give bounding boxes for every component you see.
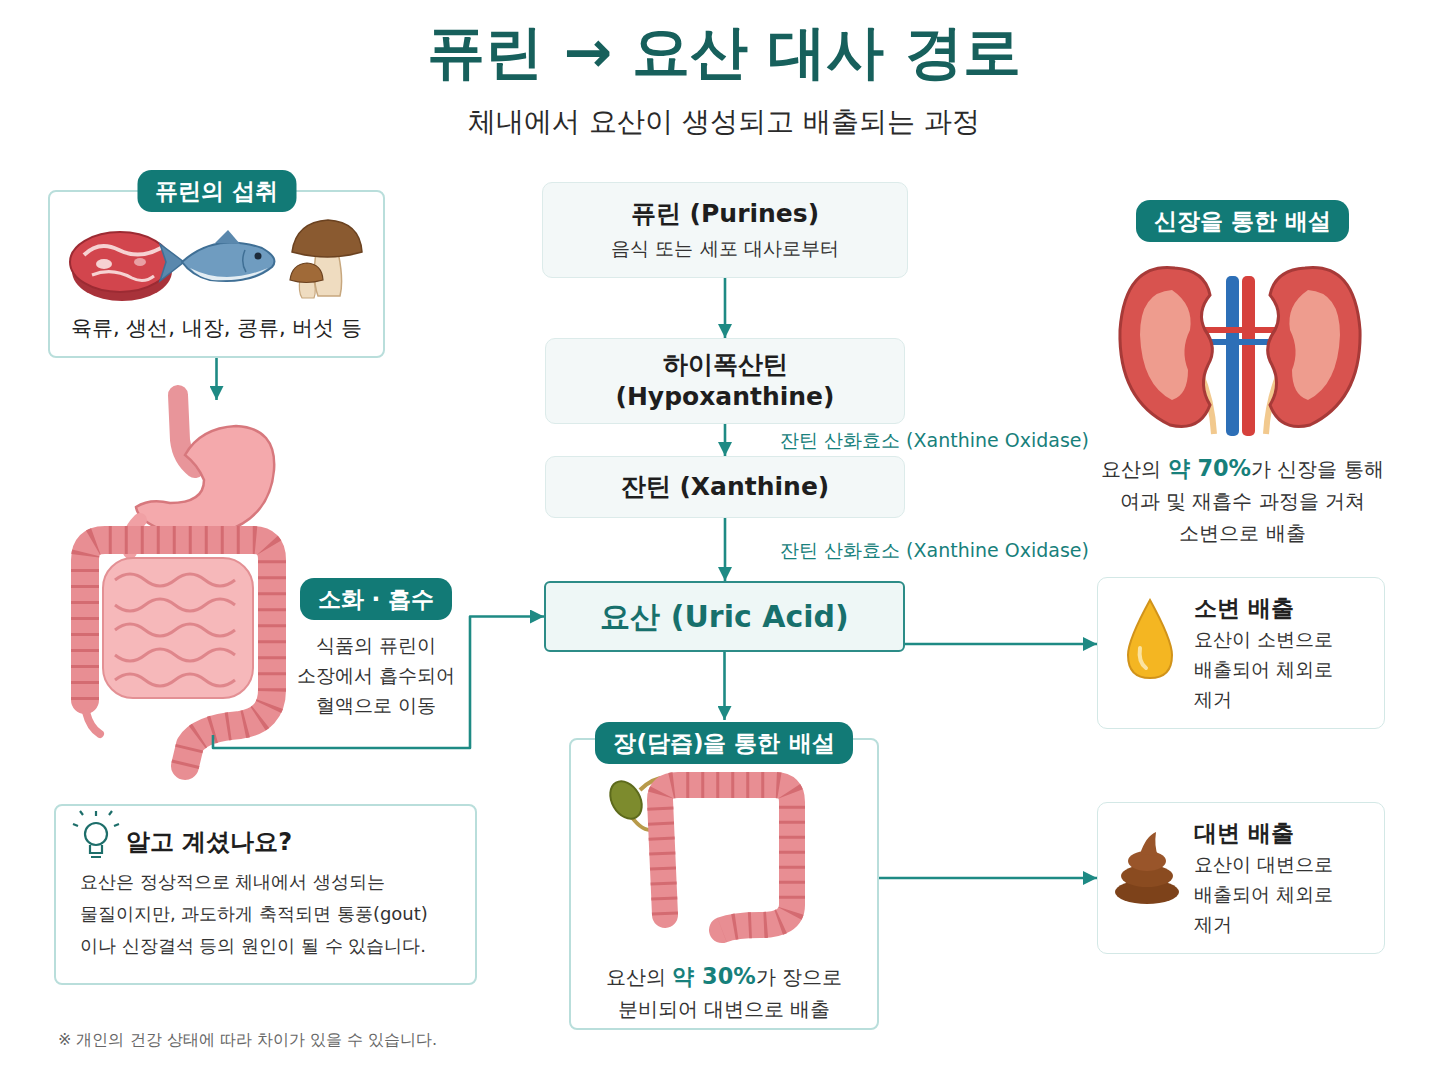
node-text: 식품의 퓨린이 소장에서 흡수되어 혈액으로 이동 <box>292 630 460 720</box>
fish-icon <box>160 230 274 281</box>
flow-arrow <box>879 877 1097 880</box>
fish-icon-part <box>243 250 246 272</box>
kidney-illustration-part <box>1226 276 1239 436</box>
section-badge: 장(담즙)을 통한 배설 <box>595 722 852 764</box>
urine-drop-icon-part <box>1128 600 1172 678</box>
mushroom-icon-part <box>292 220 362 257</box>
kidney-illustration-part <box>1242 276 1255 436</box>
node-heading: 요산 (Uric Acid) <box>600 598 848 636</box>
flow-arrow <box>215 358 218 400</box>
fish-icon-part <box>160 244 184 281</box>
node-text: 요산이 소변으로 배출되어 체외로 제거 <box>1194 624 1372 714</box>
kidney-panel: 신장을 통한 배설요산의 약 70%가 신장을 통해 여과 및 재흡수 과정을 … <box>1100 198 1385 549</box>
node-heading: 하이폭산틴 (Hypoxanthine) <box>558 349 892 413</box>
digestive-tract-part <box>103 558 253 698</box>
diagram-title: 퓨린 → 요산 대사 경로 <box>0 14 1448 90</box>
digestive-tract-part <box>115 574 235 686</box>
process-box: 퓨린 (Purines) 음식 또는 세포 대사로부터 <box>542 182 908 278</box>
highlight-value: 약 70% <box>1168 455 1251 481</box>
process-box: 하이폭산틴 (Hypoxanthine) <box>545 338 905 424</box>
meat-icon-part <box>92 272 154 281</box>
section-badge: 퓨린의 섭취 <box>137 170 296 212</box>
kidney-illustration-part <box>1120 268 1212 427</box>
meat-icon-part <box>134 258 146 266</box>
excretion-box: 대변 배출요산이 대변으로 배출되어 체외로 제거 <box>1097 802 1385 954</box>
digestive-tract <box>85 395 274 766</box>
stool-icon-part <box>1140 832 1158 856</box>
enzyme-label: 잔틴 산화효소 (Xanthine Oxidase) <box>777 427 1092 453</box>
meat-icon-part <box>84 246 161 255</box>
kidney-illustration-part <box>1205 327 1276 333</box>
node-text: 음식 또는 세포 대사로부터 <box>611 234 838 262</box>
node-heading: 퓨린 (Purines) <box>631 198 819 230</box>
flow-arrow <box>723 652 726 720</box>
colon-illustration-part <box>660 785 792 930</box>
colon-illustration-part <box>660 785 792 930</box>
uric-acid-box: 요산 (Uric Acid) <box>544 581 905 652</box>
node-heading: 소변 배출 <box>1194 592 1294 624</box>
footnote: ※ 개인의 건강 상태에 따라 차이가 있을 수 있습니다. <box>58 1028 437 1052</box>
fish-icon-part <box>255 253 262 260</box>
kidney-illustration-part <box>1205 339 1276 345</box>
kidney-illustration-part-part <box>1268 268 1360 427</box>
urine-drop-icon-part <box>1140 648 1146 668</box>
node-heading: 대변 배출 <box>1194 817 1294 849</box>
node-text: 요산의 약 30%가 장으로 분비되어 대변으로 배출 <box>569 960 879 1025</box>
lightbulb-icon-part <box>90 845 102 857</box>
kidney-illustration-part <box>1140 290 1191 400</box>
process-box: 잔틴 (Xanthine) <box>545 456 905 518</box>
colon-illustration-part <box>604 776 648 825</box>
lightbulb-icon-part <box>73 811 119 826</box>
mushroom-icon <box>290 220 362 298</box>
lightbulb-icon <box>73 811 119 857</box>
enzyme-label: 잔틴 산화효소 (Xanthine Oxidase) <box>777 537 1092 563</box>
section-badge: 소화 · 흡수 <box>300 578 453 620</box>
colon-illustration <box>604 776 792 930</box>
fish-icon-part <box>182 242 274 281</box>
flow-arrow <box>724 278 727 338</box>
flow-arrow <box>213 617 544 749</box>
highlight-value: 약 30% <box>672 963 755 989</box>
meat-icon <box>70 232 172 301</box>
digestive-tract-part <box>85 540 272 766</box>
fish-icon-part <box>215 230 240 244</box>
flow-arrow <box>724 424 727 456</box>
node-text: 육류, 생선, 내장, 콩류, 버섯 등 <box>60 314 373 342</box>
digestive-tract-part <box>86 712 100 734</box>
info-card: 알고 계셨나요? 요산은 정상적으로 체내에서 생성되는 물질이지만, 과도하게 … <box>54 804 477 985</box>
digestion-region: 소화 · 흡수식품의 퓨린이 소장에서 흡수되어 혈액으로 이동 <box>60 400 460 735</box>
node-heading: 알고 계셨나요? <box>126 826 453 858</box>
mushroom-icon-part <box>290 263 323 283</box>
node-text: 요산의 약 70%가 신장을 통해 여과 및 재흡수 과정을 거쳐 소변으로 배… <box>1100 452 1385 549</box>
intake-card: 퓨린의 섭취육류, 생선, 내장, 콩류, 버섯 등 <box>48 190 385 358</box>
urine-drop-icon <box>1128 600 1172 678</box>
node-heading: 잔틴 (Xanthine) <box>621 471 830 503</box>
section-badge: 신장을 통한 배설 <box>1136 200 1349 242</box>
stool-icon <box>1115 832 1179 904</box>
kidney-illustration-part-part <box>1289 290 1340 400</box>
fish-icon-part <box>190 268 268 280</box>
meat-icon-part <box>96 259 112 269</box>
lightbulb-icon-part <box>85 823 107 845</box>
meat-icon-part <box>70 232 170 292</box>
kidney-illustration <box>1120 268 1360 436</box>
diagram-subtitle: 체내에서 요산이 생성되고 배출되는 과정 <box>0 102 1448 142</box>
flow-arrow <box>905 643 1097 646</box>
node-text: 요산이 대변으로 배출되어 체외로 제거 <box>1194 849 1372 939</box>
kidney-illustration-part <box>1268 268 1360 427</box>
flow-arrow <box>724 518 727 581</box>
digestive-tract-part <box>85 540 272 766</box>
intestine-panel: 장(담즙)을 통한 배설요산의 약 30%가 장으로 분비되어 대변으로 배출 <box>569 720 879 1030</box>
text-column: 소화 · 흡수식품의 퓨린이 소장에서 흡수되어 혈액으로 이동 <box>292 578 460 720</box>
node-text: 요산은 정상적으로 체내에서 생성되는 물질이지만, 과도하게 축적되면 통풍(… <box>80 866 453 962</box>
excretion-box: 소변 배출요산이 소변으로 배출되어 체외로 제거 <box>1097 577 1385 729</box>
digestive-tract-part <box>136 426 274 536</box>
